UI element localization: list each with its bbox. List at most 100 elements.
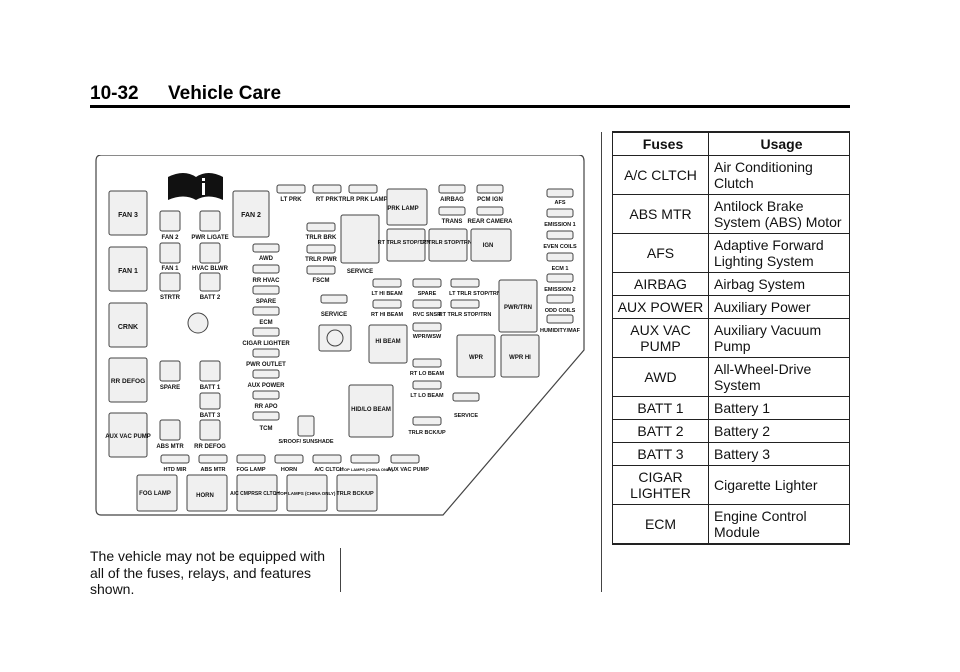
fuse-cell: AUX POWER [612,295,709,319]
fuse-pcm-ign: PCM IGN [476,184,504,203]
svg-text:RR APO: RR APO [254,404,277,410]
svg-text:LT LO BEAM: LT LO BEAM [410,393,444,399]
svg-text:REAR CAMERA: REAR CAMERA [468,219,514,225]
relay-horn: HORN [186,474,228,512]
relay-wpr: WPR [456,334,496,378]
usage-cell: Adaptive Forward Lighting System [708,233,850,273]
svg-text:HUMIDITY/MAF: HUMIDITY/MAF [540,328,581,334]
svg-text:HORN: HORN [281,467,297,473]
svg-text:IGN: IGN [483,243,494,249]
relay-fan-1: FAN 1 [108,246,148,292]
svg-text:EMISSION 1: EMISSION 1 [544,222,575,228]
svg-text:FAN 1: FAN 1 [161,266,179,272]
fuse-cell: ABS MTR [612,194,709,234]
relay-ign: IGN [470,228,512,262]
table-header-row: Fuses Usage [612,131,850,156]
svg-text:WPR HI: WPR HI [509,355,531,361]
svg-text:BATT 2: BATT 2 [200,295,221,301]
fuse-cell: AFS [612,233,709,273]
fuse-batt-2: BATT 2 [199,272,221,301]
svg-text:ECM 1: ECM 1 [552,266,569,272]
svg-text:AUX VAC PUMP: AUX VAC PUMP [105,434,151,440]
fuse-cell: BATT 3 [612,442,709,466]
fuse-wpr-wsw: WPR/WSW [412,322,442,340]
fuse-trlr-prk-lamp: TRLR PRK LAMP [339,184,388,203]
fuse-horn: HORN [274,454,304,473]
fuse-batt-3: BATT 3 [199,392,221,419]
svg-text:STOP LAMPS (CHINA ONLY): STOP LAMPS (CHINA ONLY) [275,491,336,496]
fuse-fscm: FSCM [306,265,336,284]
svg-text:SPARE: SPARE [256,299,276,305]
svg-text:CIGAR LIGHTER: CIGAR LIGHTER [242,341,290,347]
fuse-spare-3: SPARE [412,278,442,297]
svg-text:AUX VAC PUMP: AUX VAC PUMP [387,467,429,473]
fuse-lt-hi-beam: LT HI BEAM [371,278,403,297]
usage-cell: Airbag System [708,272,850,296]
relay-ac-cmprsr-cltch: A/C CMPRSR CLTCH [230,474,280,512]
fuse-service-2: SERVICE [452,392,480,419]
column-divider [340,548,341,592]
svg-text:AWD: AWD [259,256,274,262]
svg-text:BATT 1: BATT 1 [200,385,221,391]
fuse-lt-lo-beam: LT LO BEAM [410,380,444,399]
fuse-batt-1: BATT 1 [199,360,221,391]
usage-cell: Air Conditioning Clutch [708,155,850,195]
svg-text:LT TRLR STOP/TRN: LT TRLR STOP/TRN [420,240,472,246]
svg-text:ODD COILS: ODD COILS [545,308,576,314]
svg-text:AUX POWER: AUX POWER [247,383,285,389]
usage-cell: Battery 1 [708,396,850,420]
svg-text:TRLR PWR: TRLR PWR [305,257,337,263]
relay-stop-lamps-china: STOP LAMPS (CHINA ONLY) [275,474,336,512]
fuse-aux-power: AUX POWER [247,369,285,389]
section-title: Vehicle Care [168,83,282,104]
usage-cell: All-Wheel-Drive System [708,357,850,397]
relay-pwr-trn: PWR/TRN [498,279,538,333]
svg-text:ABS MTR: ABS MTR [156,444,184,450]
fuse-emission-1: EMISSION 1 [544,208,576,228]
fuse-s-roof: S/ROOF/ SUNSHADE [278,415,334,445]
fuse-airbag: AIRBAG [438,184,466,203]
fuse-lt-prk: LT PRK [276,184,306,203]
svg-text:LT HI BEAM: LT HI BEAM [371,291,402,297]
relay-fog-lamp: FOG LAMP [136,474,178,512]
fuse-spare-2: SPARE [252,285,280,305]
svg-text:STRTR: STRTR [160,295,181,301]
svg-text:TRLR BCK/UP: TRLR BCK/UP [336,491,374,497]
fuse-even-coils: EVEN COILS [543,230,577,250]
svg-text:HID/LO BEAM: HID/LO BEAM [351,407,391,413]
fuse-emission-2: EMISSION 2 [544,273,576,293]
svg-text:PWR/TRN: PWR/TRN [504,305,532,311]
svg-text:A/C CLTCH: A/C CLTCH [314,467,343,473]
page-header: 10-32 Vehicle Care [90,83,281,105]
fuse-fan-1: FAN 1 [159,242,181,272]
page-number: 10-32 [90,83,139,104]
usage-cell: Battery 2 [708,419,850,443]
usage-cell: Auxiliary Power [708,295,850,319]
svg-text:FAN 2: FAN 2 [241,212,261,219]
relay-hi-beam: HI BEAM [368,324,408,364]
fuse-awd: AWD [252,243,280,262]
svg-text:RR DEFOG: RR DEFOG [194,444,226,450]
svg-text:FOG LAMP: FOG LAMP [139,491,171,497]
svg-text:FAN 3: FAN 3 [118,212,138,219]
svg-text:AFS: AFS [555,200,566,206]
column-divider-2 [601,132,602,592]
svg-text:PWR OUTLET: PWR OUTLET [246,362,286,368]
fuse-aux-vac-pump: AUX VAC PUMP [387,454,429,473]
fuse-ecm: ECM [252,306,280,326]
relay-aux-vac-pump: AUX VAC PUMP [105,412,151,458]
fuse-cell: ECM [612,504,709,545]
svg-text:WPR: WPR [469,355,484,361]
fuse-rt-lo-beam: RT LO BEAM [410,358,445,377]
usage-cell: Cigarette Lighter [708,465,850,505]
relay-crnk: CRNK [108,302,148,348]
svg-text:PWR L/GATE: PWR L/GATE [191,235,228,241]
relay-service: SERVICE [340,214,380,275]
svg-text:PCM IGN: PCM IGN [477,197,503,203]
